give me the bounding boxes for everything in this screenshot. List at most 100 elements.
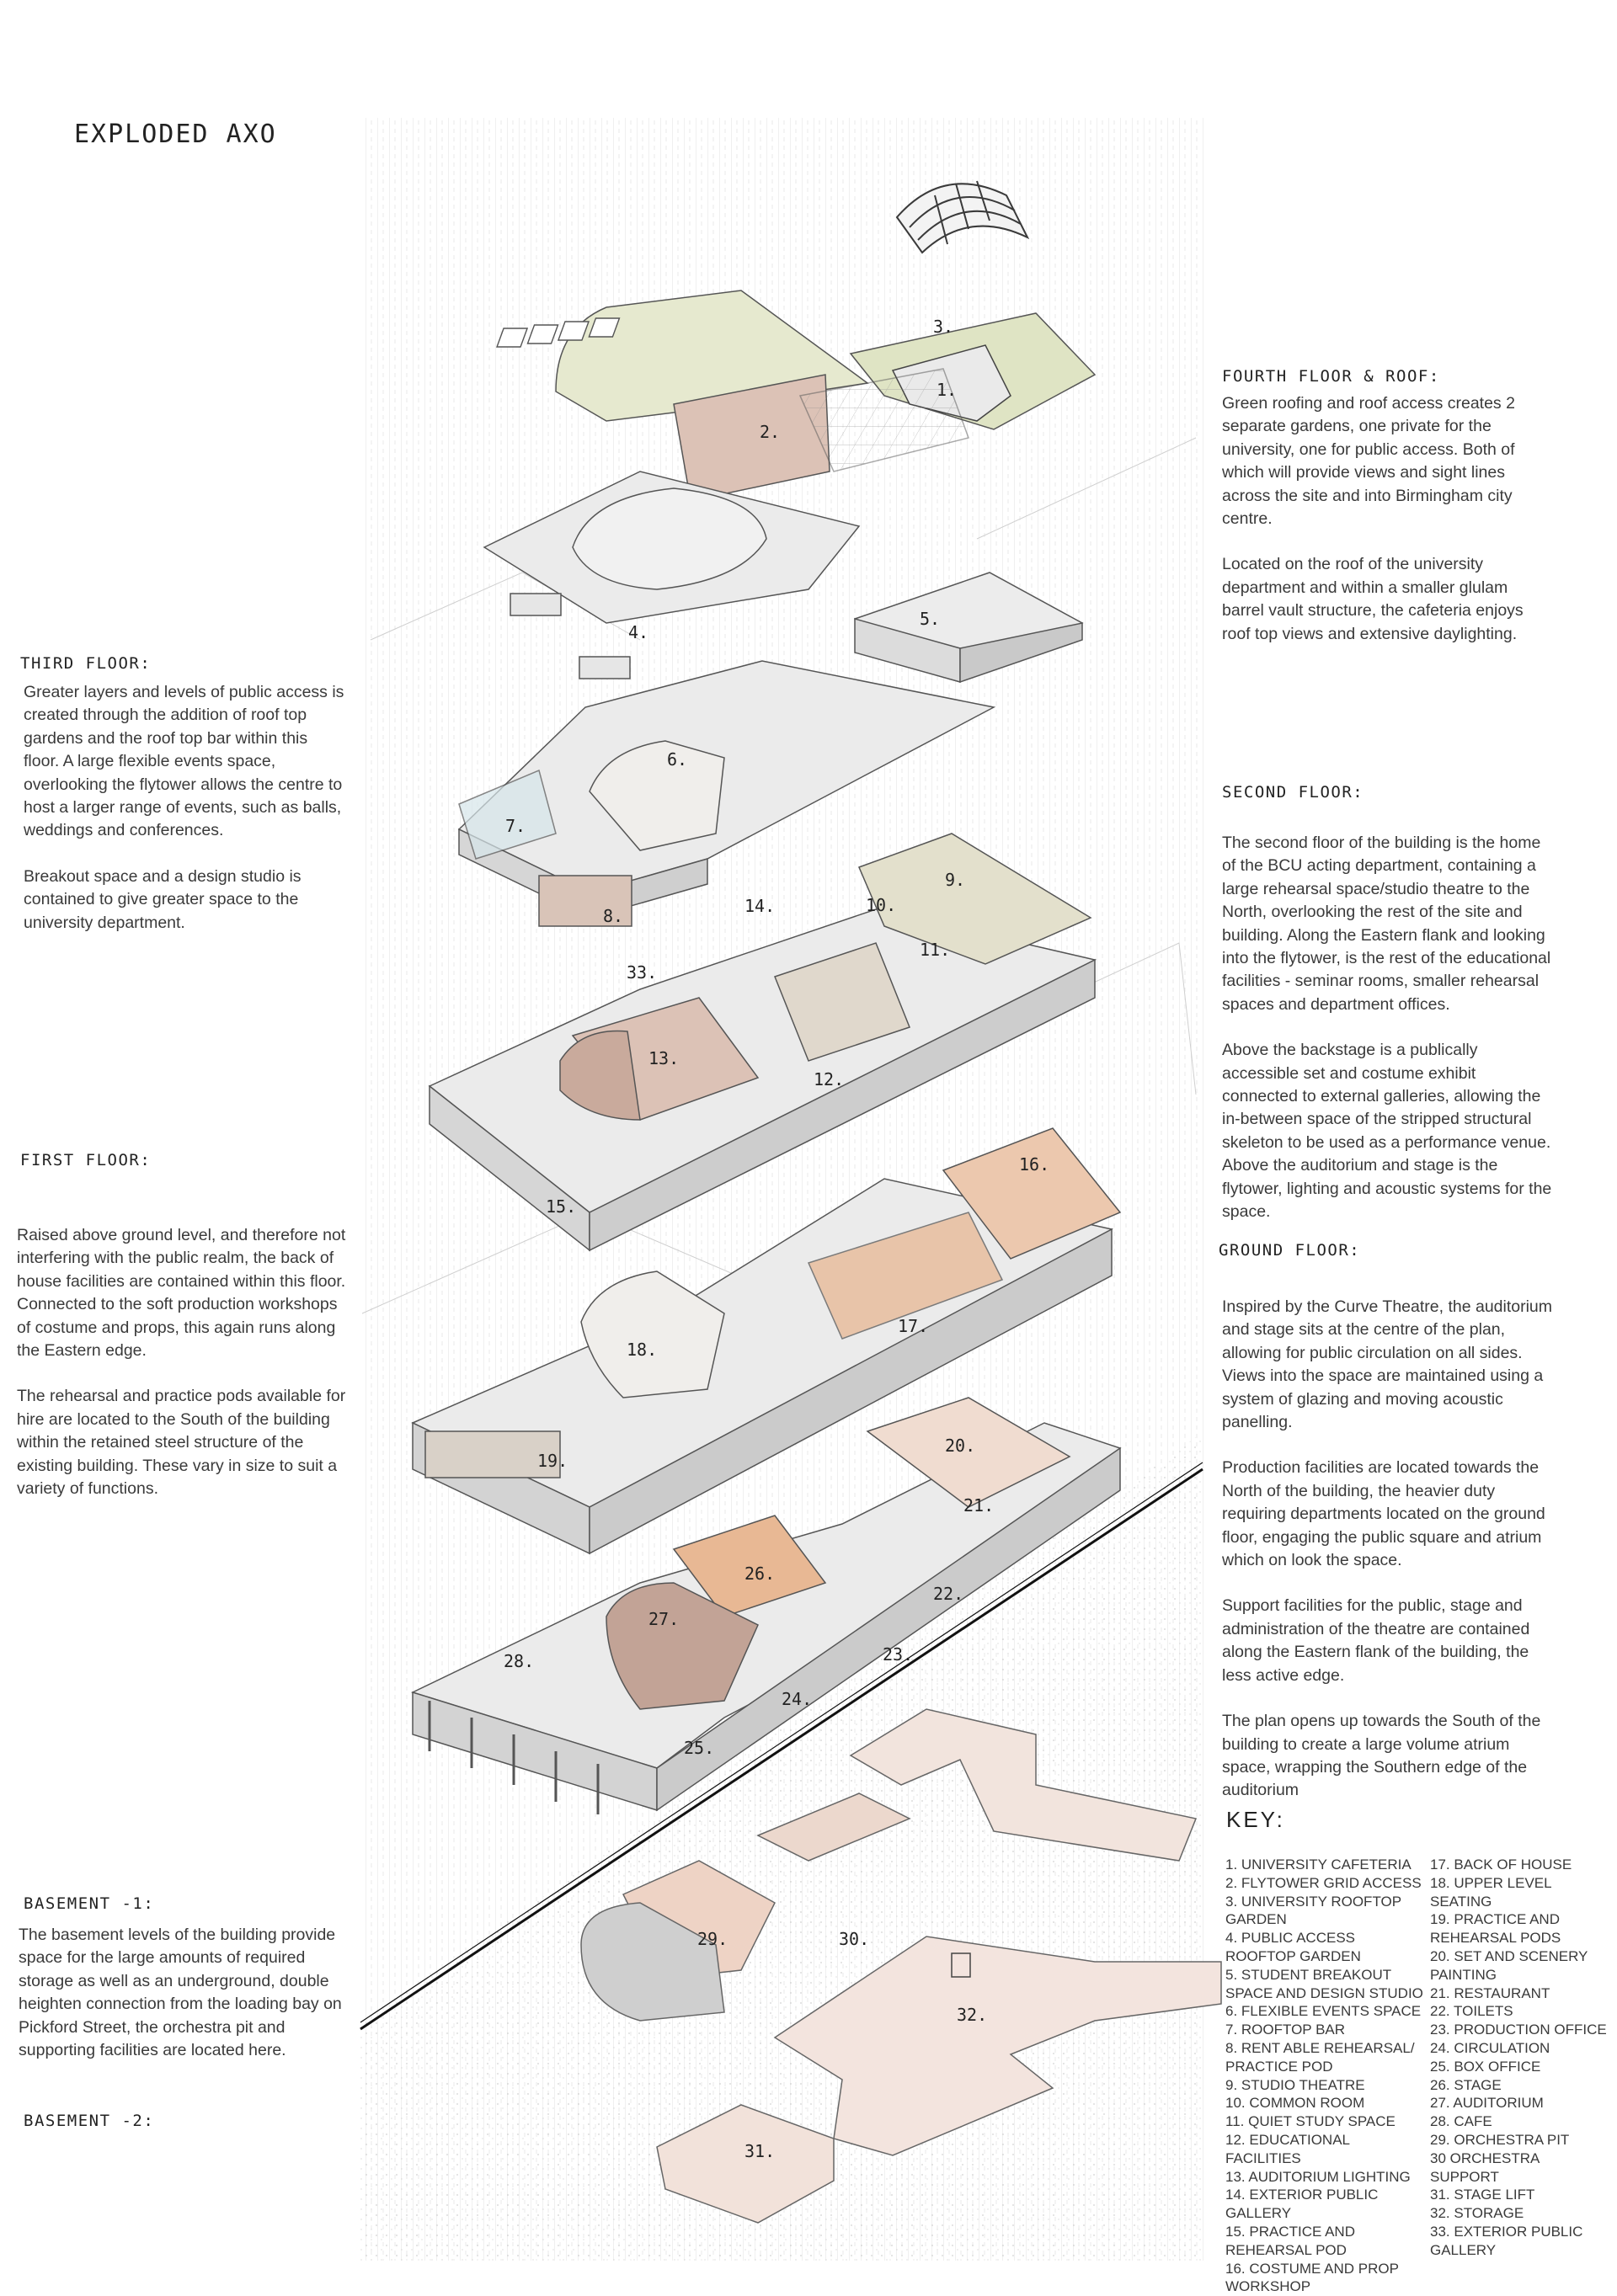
label-32: 32.	[957, 2005, 987, 2025]
flytower-grid	[673, 374, 830, 502]
scenery-painting	[866, 1397, 1071, 1508]
key-item: 18. UPPER LEVEL SEATING	[1430, 1874, 1551, 1910]
basement-1-storage-loop	[849, 1708, 1198, 1862]
key-item: 31. STAGE LIFT	[1430, 2187, 1535, 2203]
first-floor-p2: The rehearsal and practice pods availabl…	[17, 1387, 346, 1499]
label-14: 14.	[744, 896, 775, 916]
key-item: 16. COSTUME AND PROP WORKSHOP	[1225, 2260, 1399, 2295]
key-item: 9. STUDIO THEATRE	[1225, 2076, 1365, 2093]
basement-1-text: The basement levels of the building prov…	[19, 1924, 349, 2062]
ground-section-line-inner	[360, 1462, 1203, 2023]
fourth-floor-p1: Green roofing and roof access creates 2 …	[1222, 394, 1515, 529]
first-floor-p1: Raised above ground level, and therefore…	[17, 1226, 346, 1361]
second-floor-p1: The second floor of the building is the …	[1222, 834, 1551, 1014]
fourth-floor-text: Green roofing and roof access creates 2 …	[1222, 392, 1552, 646]
key-item: 12. EDUCATIONAL FACILITIES	[1225, 2131, 1350, 2166]
auditorium-seating	[606, 1582, 759, 1710]
key-item: 26. STAGE	[1430, 2076, 1502, 2093]
label-4: 4.	[628, 622, 648, 642]
fourth-floor-roof-layer	[483, 290, 1097, 679]
ground-floor-layer	[410, 1397, 1122, 1814]
label-26: 26.	[744, 1564, 775, 1584]
key-column-2: 17. BACK OF HOUSE 18. UPPER LEVEL SEATIN…	[1430, 1856, 1607, 2260]
structural-grid-columns	[428, 1701, 600, 1814]
key-item: 14. EXTERIOR PUBLIC GALLERY	[1225, 2187, 1379, 2222]
basement-1-corridor	[756, 1793, 911, 1862]
label-9: 9.	[945, 870, 965, 890]
label-2: 2.	[760, 422, 780, 442]
label-28: 28.	[504, 1651, 534, 1671]
third-floor-layer	[457, 572, 1084, 927]
third-floor-text: Greater layers and levels of public acce…	[24, 681, 345, 935]
key-item: 19. PRACTICE AND REHEARSAL PODS	[1430, 1911, 1561, 1947]
basement-2-storage	[773, 1936, 1222, 2156]
key-item: 6. FLEXIBLE EVENTS SPACE	[1225, 2003, 1422, 2020]
lift-shaft	[951, 1952, 971, 1978]
label-22: 22.	[933, 1584, 963, 1604]
key-item: 4. PUBLIC ACCESS ROOFTOP GARDEN	[1225, 1930, 1361, 1964]
label-21: 21.	[963, 1495, 994, 1516]
glass-bar	[458, 769, 557, 860]
label-6: 6.	[667, 749, 687, 770]
label-16: 16.	[1019, 1154, 1049, 1175]
label-30: 30.	[839, 1929, 869, 1949]
key-item: 20. SET AND SCENERY PAINTING	[1430, 1947, 1588, 1983]
ground-floor-p4: The plan opens up towards the South of t…	[1222, 1712, 1541, 1800]
label-15: 15.	[546, 1196, 576, 1217]
practice-pods	[424, 1430, 561, 1478]
first-floor-text: Raised above ground level, and therefore…	[17, 1224, 347, 1500]
green-roof-strip	[798, 368, 969, 472]
label-8: 8.	[603, 906, 623, 926]
ground-floor-p1: Inspired by the Curve Theatre, the audit…	[1222, 1297, 1553, 1432]
key-item: 17. BACK OF HOUSE	[1430, 1857, 1572, 1872]
label-11: 11.	[920, 940, 950, 960]
key-item: 15. PRACTICE AND REHEARSAL POD	[1225, 2223, 1355, 2258]
fourth-floor-p2: Located on the roof of the university de…	[1222, 555, 1524, 643]
stage-lift-wing	[656, 2104, 835, 2224]
key-item: 21. RESTAURANT	[1430, 1984, 1550, 2001]
roof-access-pad-2	[579, 656, 631, 679]
label-33: 33.	[627, 962, 657, 983]
label-20: 20.	[945, 1436, 975, 1456]
key-item: 32. STORAGE	[1430, 2205, 1524, 2222]
ground-floor-p2: Production facilities are located toward…	[1222, 1458, 1545, 1570]
second-floor-heading: SECOND FLOOR:	[1222, 783, 1364, 802]
lighting-drum	[559, 1030, 641, 1121]
key-title: KEY:	[1226, 1807, 1285, 1832]
basement-layer	[580, 1708, 1222, 2224]
second-floor-p2: Above the backstage is a publically acce…	[1222, 1041, 1552, 1222]
back-of-house-strip	[807, 1212, 1004, 1340]
barrel-vault-roof	[895, 180, 1030, 254]
second-floor-text: The second floor of the building is the …	[1222, 832, 1555, 1224]
key-item: 25. BOX OFFICE	[1430, 2058, 1541, 2075]
rent-pod-block	[538, 875, 632, 927]
label-7: 7.	[505, 816, 526, 836]
studio-theatre	[857, 833, 1092, 965]
key-item: 27. AUDITORIUM	[1430, 2095, 1544, 2112]
rooflights	[496, 317, 621, 348]
page-title: EXPLODED AXO	[74, 120, 277, 149]
stage-box	[672, 1515, 827, 1617]
key-item: 8. RENT ABLE REHEARSAL/ PRACTICE POD	[1225, 2039, 1415, 2075]
label-17: 17.	[898, 1316, 928, 1336]
label-24: 24.	[782, 1689, 812, 1709]
key-item: 30 ORCHESTRA SUPPORT	[1430, 2150, 1540, 2185]
third-floor-heading: THIRD FLOOR:	[20, 654, 152, 673]
key-item: 1. UNIVERSITY CAFETERIA	[1225, 1857, 1412, 1872]
events-space	[589, 740, 725, 851]
fourth-floor-heading: FOURTH FLOOR & ROOF:	[1222, 367, 1440, 386]
third-floor-p2: Breakout space and a design studio is co…	[24, 866, 302, 932]
key-item: 5. STUDENT BREAKOUT SPACE AND DESIGN STU…	[1225, 1966, 1423, 2001]
first-floor-layer	[411, 1127, 1122, 1555]
orchestra-pit	[580, 1902, 725, 2022]
drawing-label-group: 1. 2. 3. 4. 5. 6. 7. 8. 9. 10. 11. 12. 1…	[504, 317, 1049, 2161]
ground-floor-p3: Support facilities for the public, stage…	[1222, 1596, 1530, 1685]
label-18: 18.	[627, 1340, 657, 1360]
auditorium-drum	[572, 487, 767, 590]
first-floor-heading: FIRST FLOOR:	[20, 1151, 152, 1169]
key-item: 7. ROOFTOP BAR	[1225, 2022, 1346, 2038]
key-item: 24. CIRCULATION	[1430, 2039, 1550, 2056]
basement-1-p1: The basement levels of the building prov…	[19, 1926, 342, 2060]
label-25: 25.	[684, 1738, 714, 1758]
